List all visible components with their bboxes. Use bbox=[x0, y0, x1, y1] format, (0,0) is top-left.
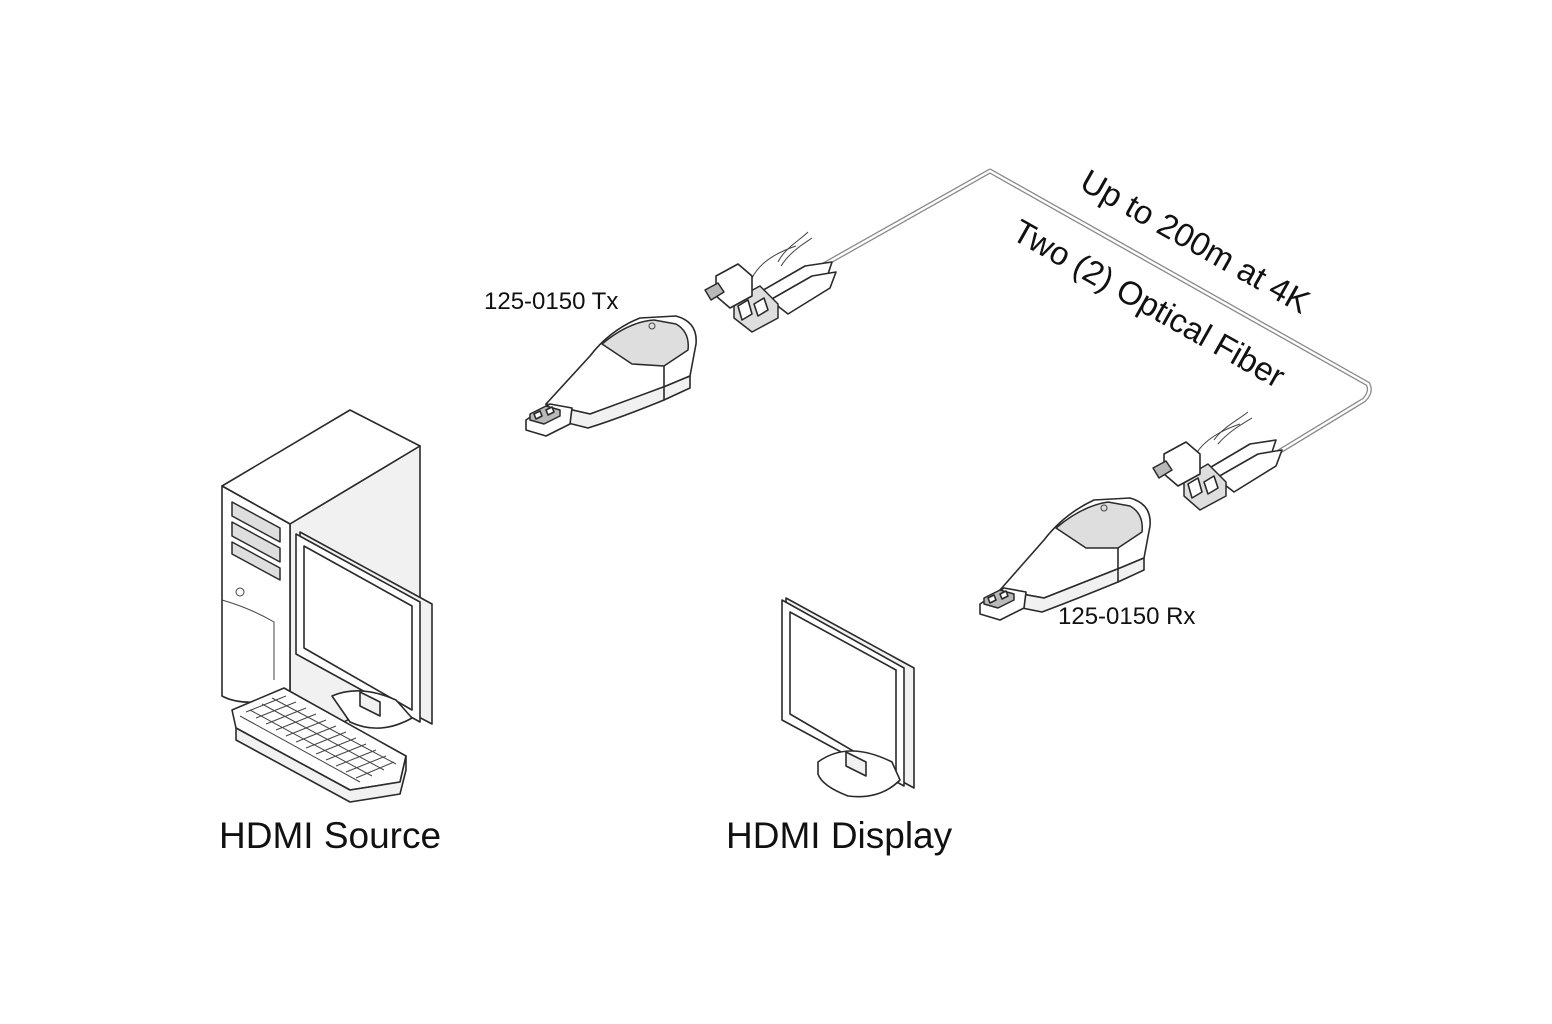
hdmi-source-label: HDMI Source bbox=[219, 815, 441, 856]
rx-model-label: 125-0150 Rx bbox=[1058, 603, 1195, 630]
rx-usb-plug-icon bbox=[1152, 423, 1241, 487]
tx-lc-connector-icon bbox=[733, 231, 837, 333]
tx-model-label: 125-0150 Tx bbox=[484, 288, 618, 315]
tx-dongle-icon bbox=[525, 315, 697, 437]
optical-fiber-cable bbox=[815, 168, 1372, 465]
tx-usb-plug-icon bbox=[704, 245, 797, 309]
rx-dongle-icon bbox=[979, 497, 1151, 621]
display-monitor-icon bbox=[781, 597, 915, 798]
hdmi-display-label: HDMI Display bbox=[726, 815, 953, 856]
fiber-count-label: Two (2) Optical Fiber bbox=[1007, 212, 1292, 395]
keyboard-icon bbox=[231, 687, 407, 803]
source-monitor-icon bbox=[295, 531, 433, 729]
